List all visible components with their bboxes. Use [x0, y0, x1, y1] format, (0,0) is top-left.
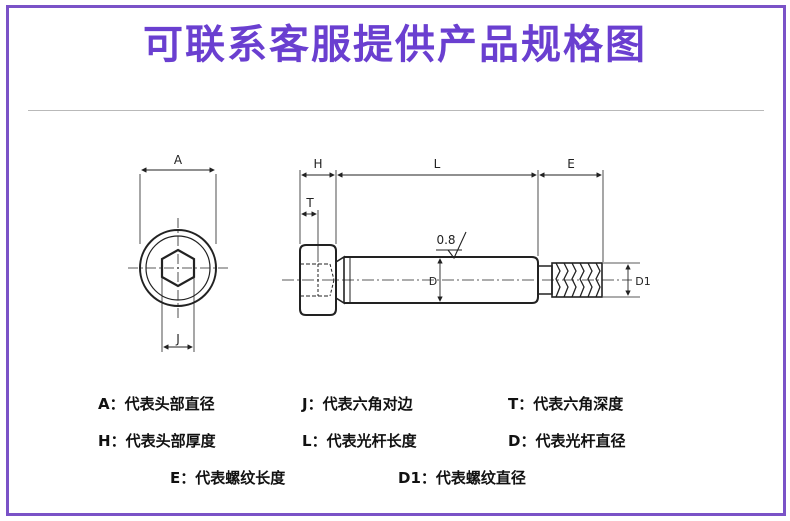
legend-item-J: J：代表六角对边: [302, 395, 413, 413]
dim-label-T: T: [305, 196, 314, 210]
legend-item-A: A：代表头部直径: [98, 395, 215, 413]
end-view: [128, 167, 230, 352]
legend-item-T: T：代表六角深度: [508, 395, 624, 413]
border-frame: [6, 5, 786, 516]
dim-label-A: A: [174, 153, 183, 167]
dim-label-J: J: [175, 332, 180, 346]
side-view: [282, 170, 640, 316]
legend-item-D1: D1：代表螺纹直径: [398, 469, 526, 487]
dim-label-L: L: [434, 157, 441, 171]
dim-label-D: D: [429, 275, 437, 288]
legend-item-E: E：代表螺纹长度: [170, 469, 286, 487]
legend-item-D: D：代表光杆直径: [508, 432, 626, 450]
legend-item-H: H：代表头部厚度: [98, 432, 216, 450]
legend-item-L: L：代表光杆长度: [302, 432, 417, 450]
dim-label-E: E: [567, 157, 575, 171]
dim-label-D1: D1: [635, 275, 650, 288]
roughness-value: 0.8: [436, 233, 455, 247]
dim-label-H: H: [313, 157, 322, 171]
page-title: 可联系客服提供产品规格图: [143, 22, 647, 68]
divider: [28, 110, 764, 111]
